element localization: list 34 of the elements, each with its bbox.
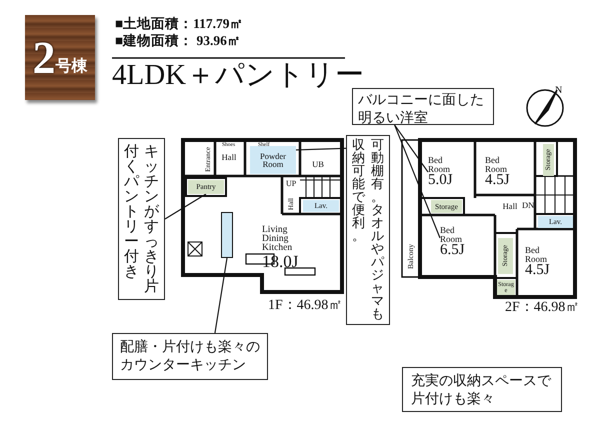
room-label: Powder Room — [250, 146, 296, 174]
room-area: 6.5J — [440, 243, 486, 259]
leader-line — [164, 194, 206, 220]
room-label: Hall — [499, 201, 521, 212]
kitchen-counter — [221, 212, 233, 258]
building-label: 号棟 — [56, 58, 88, 74]
room-area: 18.0J — [262, 253, 324, 271]
leader-line — [214, 258, 228, 334]
room-name: Bed Room — [440, 226, 464, 244]
building-number: 2 — [32, 34, 56, 80]
leader-line — [394, 124, 441, 238]
room-area: 4.5J — [485, 173, 521, 189]
room-area: 5.0J — [428, 173, 462, 189]
room-name: Living Dining Kitchen — [262, 226, 294, 254]
room-label: UB — [306, 158, 330, 170]
callout-box: 充実の収納スペースで片付けも楽々 — [402, 367, 562, 412]
room-label: Hall — [218, 150, 240, 164]
callout-box: 配膳・片付けも楽々のカウンターキッチン — [112, 333, 268, 380]
area-label: ■建物面積： 93.96㎡ — [115, 34, 241, 48]
stair-label: DN — [522, 201, 534, 210]
leader-line — [394, 124, 428, 172]
callout-box: 可動棚有。タオルやパジャマも収納可能で便利。 — [346, 135, 390, 325]
callout-box: キッチンがすっきり片付くパントリー付き — [118, 138, 165, 300]
callout-box: バルコニーに面した明るい洋室 — [352, 88, 494, 125]
badge — [25, 15, 95, 100]
room-name: Bed Room — [485, 156, 508, 174]
area-label: ■土地面積：117.79㎡ — [115, 17, 244, 30]
leader-line — [296, 148, 346, 150]
room-name: Bed Room — [525, 246, 548, 264]
room-area: 4.5J — [525, 263, 569, 279]
floor-area-label: 1F：46.98㎡ — [268, 299, 342, 313]
stair-label: UP — [286, 180, 296, 188]
floor-area-label: 2F：46.98㎡ — [505, 301, 580, 315]
room-name: Bed Room — [428, 156, 452, 174]
